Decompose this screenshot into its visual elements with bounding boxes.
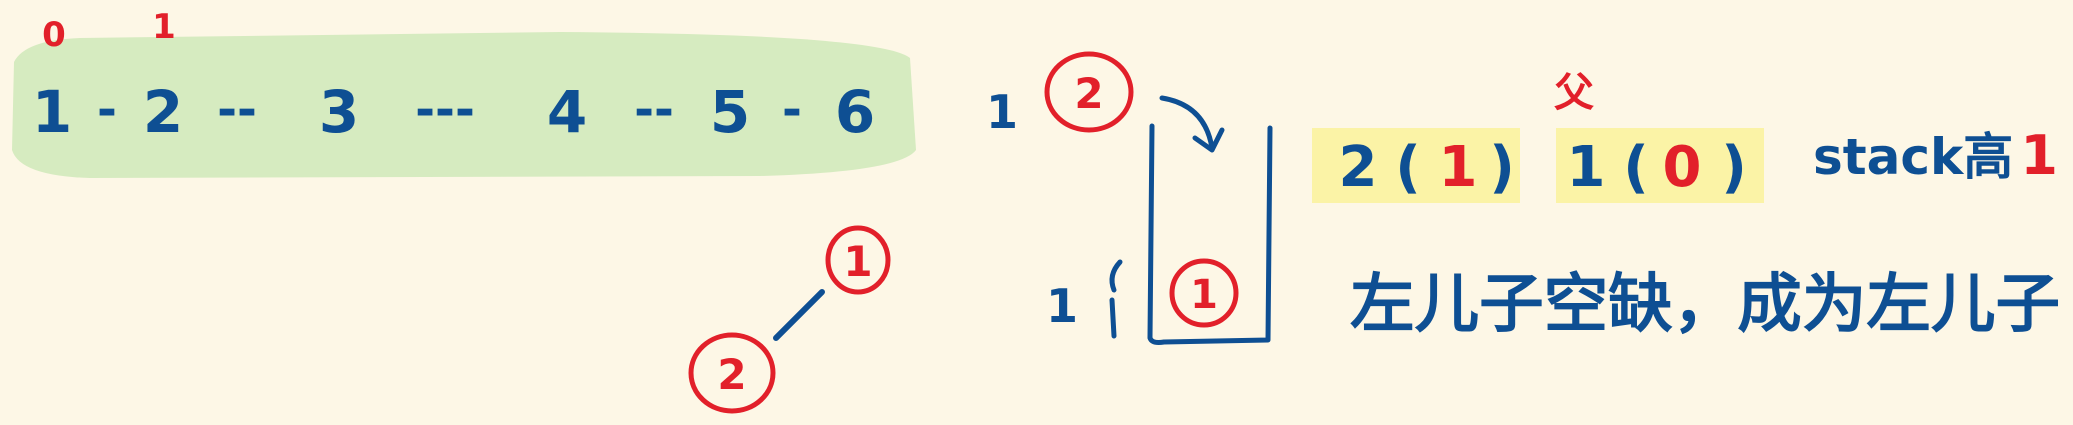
entry2-node: 1 [1567,135,1606,200]
index-label-0: 0 [42,15,66,55]
entry2-close-paren: ) [1721,135,1747,200]
sequence-highlight [12,32,916,178]
sequence-item-4: 4 [547,78,587,146]
left-child-note: 左儿子空缺，成为左儿子 [1350,268,2060,342]
stack-bottom-node-label: 1 [1190,272,1218,318]
parent-label: 父 [1554,70,1594,116]
stack-bottom-node-circle [1169,258,1239,328]
entry1-parent: 1 [1439,135,1478,200]
sequence-item-3: 3 [319,78,359,146]
sequence-separator-2: -- [217,82,257,138]
tree-left-child-circle [688,332,776,414]
push-arrow [1159,95,1215,151]
tree-edge [773,289,825,341]
tree-root-label: 1 [843,237,872,286]
sequence-separator-4: -- [634,82,674,138]
stack-tick-top: 1 [986,85,1018,139]
sequence-item-1: 1 [32,78,72,146]
stack-top-node-label: 2 [1074,69,1103,118]
sequence-separator-3: --- [415,82,475,138]
annotations: 父 2 ( 1 ) 1 ( 0 ) stack高 1 左儿子空缺，成为左儿子 [1312,70,2060,342]
sequence-item-6: 6 [835,78,875,146]
entry1-close-paren: ) [1489,135,1515,200]
push-arrow-head [1192,127,1225,153]
entry1-node: 2 [1339,135,1378,200]
sequence-separator-1: - [97,82,117,138]
entry2-highlight [1556,128,1764,203]
sequence-strip: 0 1 1 - 2 -- 3 --- 4 -- 5 - 6 [12,7,916,178]
sequence-separator-5: - [782,82,802,138]
stack-height-text: stack高 [1813,128,2013,186]
entry2-open-paren: ( [1623,135,1649,200]
stack-top-node-circle [1044,51,1134,133]
entry2-parent: 0 [1663,135,1702,200]
stack-container [1147,123,1273,345]
entry1-open-paren: ( [1395,135,1421,200]
stack-tick-bottom: 1 [1046,279,1078,333]
sequence-item-2: 2 [143,78,183,146]
tree-left-child-label: 2 [717,350,746,399]
stack-height-value: 1 [2020,124,2058,187]
stack-small-bracket [1109,259,1123,339]
stack: 1 1 2 1 [986,51,1273,345]
sequence-item-5: 5 [710,78,750,146]
entry1-highlight [1312,128,1520,203]
index-label-1: 1 [152,7,176,47]
tree: 1 2 [688,225,891,414]
tree-root-circle [825,225,891,295]
